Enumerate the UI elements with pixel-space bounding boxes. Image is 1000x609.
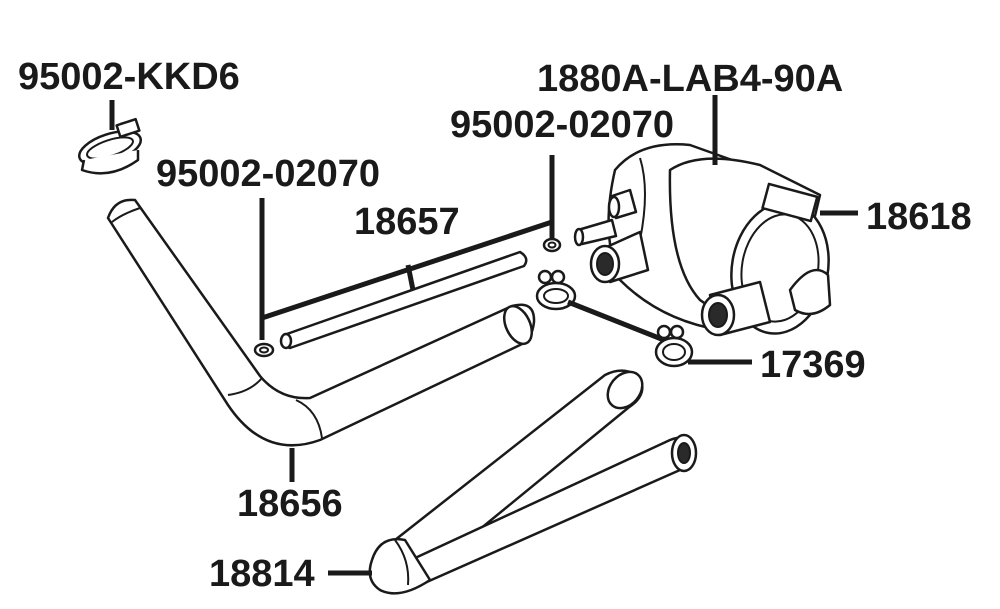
hose-clamp-large: [78, 117, 142, 175]
clip-left: [253, 342, 275, 358]
label-hose-bent: 18656: [237, 483, 343, 525]
label-clamp-large: 95002-KKD6: [18, 56, 240, 98]
label-clip-right: 95002-02070: [450, 104, 674, 146]
valve-assembly: [573, 143, 832, 337]
hose-bent: [106, 198, 536, 447]
label-clip-left: 95002-02070: [156, 153, 380, 195]
label-hose-y: 18814: [209, 553, 315, 595]
tube-small: [279, 250, 528, 350]
spring-clip-lower: [654, 324, 694, 368]
leader-tube-small: [405, 264, 416, 291]
hose-y: [368, 369, 698, 595]
leader-lines: [109, 95, 858, 576]
label-valve-cover: 18618: [866, 196, 972, 238]
label-tube-small: 18657: [354, 201, 460, 243]
spring-clip-upper: [535, 269, 577, 311]
label-clip-pair: 17369: [760, 344, 866, 386]
leader-clip-pair-link: [567, 299, 665, 343]
label-valve-assembly: 1880A-LAB4-90A: [537, 58, 843, 100]
clip-right: [542, 237, 562, 253]
